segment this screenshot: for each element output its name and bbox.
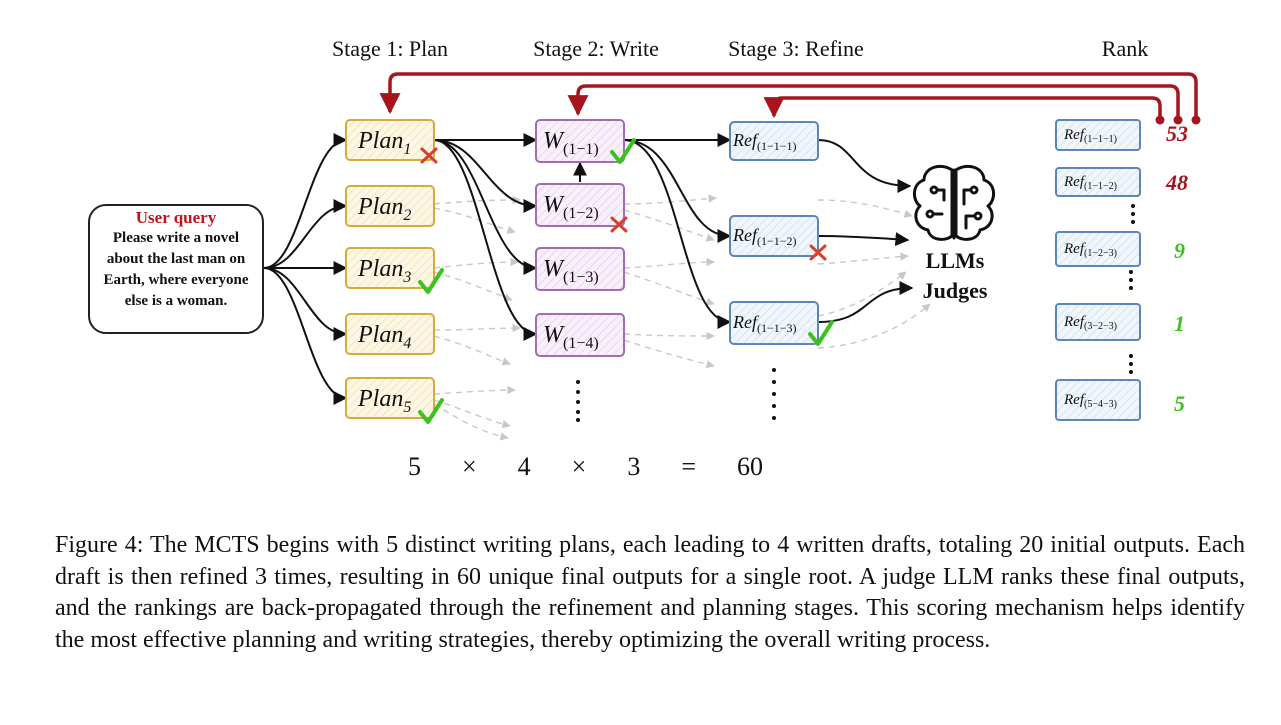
refine-node-3[interactable]: Ref(1−1−3) bbox=[729, 301, 819, 345]
refine-node-1[interactable]: Ref(1−1−1) bbox=[729, 121, 819, 161]
plan-nodes: Plan1 Plan2 Plan3 Plan4 Plan5 bbox=[345, 119, 435, 419]
figure-caption: Figure 4: The MCTS begins with 5 distinc… bbox=[55, 532, 1245, 653]
user-query-text: Please write a novel about the last man … bbox=[103, 230, 249, 309]
svg-text:W(1−1): W(1−1) bbox=[543, 128, 599, 158]
svg-text:Ref(1−1−1): Ref(1−1−1) bbox=[732, 130, 797, 153]
cross-mark-refine-2 bbox=[809, 244, 827, 261]
stage-rank-label: Rank bbox=[1102, 36, 1148, 61]
solid-edges bbox=[263, 133, 914, 405]
write-node-2[interactable]: W(1−2) bbox=[535, 183, 625, 227]
write-node-1[interactable]: W(1−1) bbox=[535, 119, 625, 163]
llm-judges-label: LLMs Judges bbox=[905, 246, 1005, 306]
rank-value-1: 53 bbox=[1166, 121, 1188, 146]
eq-equals: = bbox=[681, 452, 697, 481]
plan-node-4[interactable]: Plan4 bbox=[345, 313, 435, 355]
rank-item-2[interactable]: Ref(1−1−2) 48 bbox=[1055, 167, 1188, 197]
brain-icon bbox=[913, 164, 995, 241]
svg-text:Plan4: Plan4 bbox=[357, 322, 411, 352]
backprop-arrows bbox=[379, 72, 1198, 119]
user-query-title: User query bbox=[135, 208, 217, 227]
eq-result: 60 bbox=[737, 452, 764, 481]
stage-plan-label: Stage 1: Plan bbox=[332, 36, 448, 61]
svg-text:Ref(1−1−3): Ref(1−1−3) bbox=[732, 312, 797, 335]
rank-value-4: 1 bbox=[1174, 311, 1185, 336]
svg-text:Plan2: Plan2 bbox=[357, 194, 411, 224]
svg-text:Ref(1−2−3): Ref(1−2−3) bbox=[1063, 241, 1117, 259]
backprop-dots bbox=[1155, 115, 1201, 125]
eq-refines: 3 bbox=[627, 452, 641, 481]
ellipsis-dots bbox=[576, 204, 1135, 422]
svg-text:Ref(1−1−2): Ref(1−1−2) bbox=[1063, 174, 1117, 192]
count-equation: 5 × 4 × 3 = 60 bbox=[408, 452, 763, 482]
svg-text:W(1−3): W(1−3) bbox=[543, 256, 599, 286]
refine-node-2[interactable]: Ref(1−1−2) bbox=[729, 215, 819, 257]
eq-op-2: × bbox=[571, 452, 587, 481]
rank-value-3: 9 bbox=[1174, 238, 1185, 263]
svg-text:Ref(1−1−1): Ref(1−1−1) bbox=[1063, 127, 1117, 145]
write-node-4[interactable]: W(1−4) bbox=[535, 313, 625, 357]
svg-text:Plan5: Plan5 bbox=[357, 386, 411, 416]
plan-node-2[interactable]: Plan2 bbox=[345, 185, 435, 227]
svg-text:Ref(3−2−3): Ref(3−2−3) bbox=[1063, 314, 1117, 332]
eq-writes: 4 bbox=[517, 452, 531, 481]
cross-mark-plan-1 bbox=[420, 147, 438, 164]
svg-text:Ref(5−4−3): Ref(5−4−3) bbox=[1063, 392, 1117, 410]
check-mark-plan-3 bbox=[418, 268, 444, 294]
svg-text:W(1−4): W(1−4) bbox=[543, 322, 599, 352]
judges-line-2: Judges bbox=[922, 278, 988, 303]
svg-text:Plan1: Plan1 bbox=[357, 128, 411, 158]
write-node-3[interactable]: W(1−3) bbox=[535, 247, 625, 291]
rank-item-1[interactable]: Ref(1−1−1) 53 bbox=[1055, 119, 1188, 151]
mcts-diagram: Stage 1: Plan Stage 2: Write Stage 3: Re… bbox=[263, 36, 1201, 441]
rank-value-2: 48 bbox=[1165, 170, 1188, 195]
plan-node-1[interactable]: Plan1 bbox=[345, 119, 435, 161]
judges-line-1: LLMs bbox=[925, 248, 985, 273]
svg-text:Plan3: Plan3 bbox=[357, 256, 411, 286]
faded-edges bbox=[433, 194, 931, 441]
rank-value-5: 5 bbox=[1174, 391, 1185, 416]
rank-list: Ref(1−1−1) 53 Ref(1−1−2) 48 Ref(1−2−3) 9… bbox=[1055, 119, 1188, 421]
check-mark-write-1 bbox=[610, 138, 636, 164]
user-query-box: User query Please write a novel about th… bbox=[88, 204, 264, 334]
refine-nodes: Ref(1−1−1) Ref(1−1−2) Ref(1−1−3) bbox=[729, 121, 819, 345]
write-nodes: W(1−1) W(1−2) W(1−3) W(1−4) bbox=[535, 119, 625, 357]
stage-refine-label: Stage 3: Refine bbox=[728, 36, 864, 61]
rank-item-5[interactable]: Ref(5−4−3) 5 bbox=[1055, 379, 1185, 421]
svg-text:Ref(1−1−2): Ref(1−1−2) bbox=[732, 225, 797, 248]
plan-node-5[interactable]: Plan5 bbox=[345, 377, 435, 419]
rank-item-4[interactable]: Ref(3−2−3) 1 bbox=[1055, 303, 1185, 341]
check-mark-refine-3 bbox=[808, 320, 834, 346]
check-mark-plan-5 bbox=[418, 398, 444, 424]
eq-op-1: × bbox=[462, 452, 477, 481]
svg-text:W(1−2): W(1−2) bbox=[543, 192, 599, 222]
stage-write-label: Stage 2: Write bbox=[533, 36, 659, 61]
rank-item-3[interactable]: Ref(1−2−3) 9 bbox=[1055, 231, 1185, 267]
cross-mark-write-2 bbox=[610, 216, 628, 233]
plan-node-3[interactable]: Plan3 bbox=[345, 247, 435, 289]
eq-plans: 5 bbox=[408, 452, 421, 481]
